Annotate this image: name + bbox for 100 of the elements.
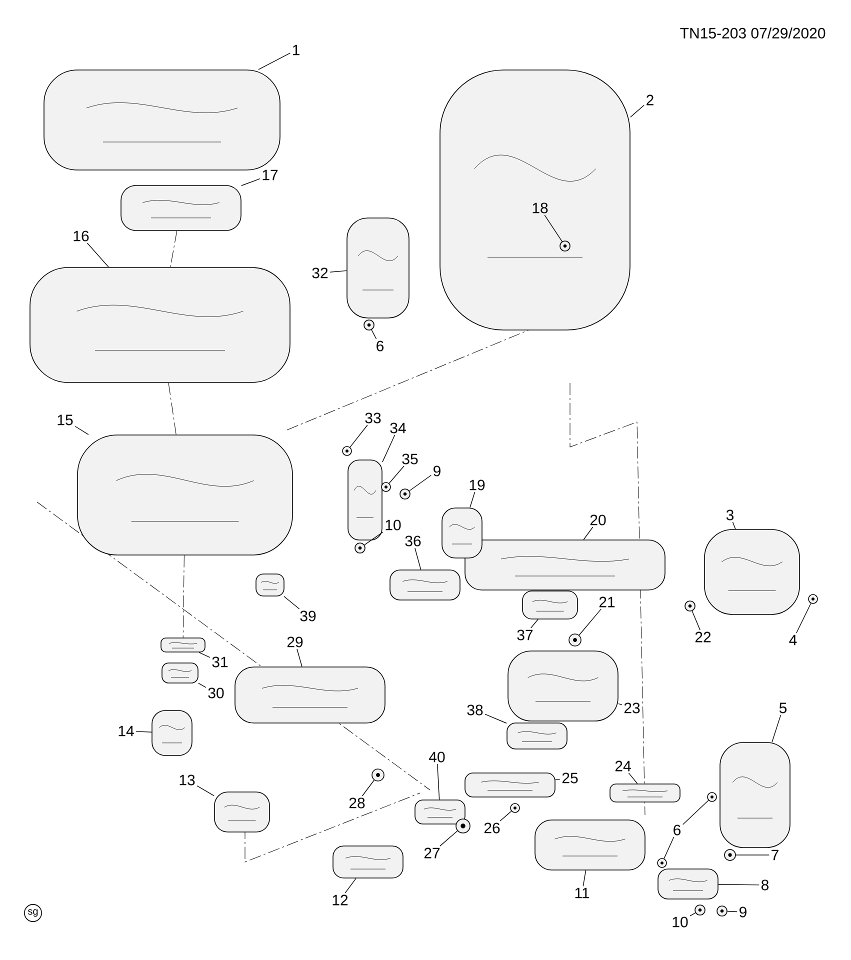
part-drawing [658, 868, 718, 900]
leader-line [500, 810, 512, 822]
leader-line [628, 772, 638, 784]
part-drawing [464, 772, 556, 798]
leader-line [664, 836, 674, 859]
fastener-drawing [342, 446, 352, 456]
leader-line [371, 329, 377, 340]
callout-number: 22 [695, 632, 711, 642]
leader-line [258, 52, 290, 70]
callout-number: 10 [672, 916, 688, 928]
fastener-drawing [716, 906, 728, 916]
part-drawing [464, 540, 666, 590]
callout-number: 3 [726, 510, 734, 520]
callout-number: 37 [517, 630, 533, 640]
part-drawing [414, 800, 466, 824]
leader-line [796, 603, 812, 634]
callout-number: 24 [615, 760, 631, 772]
callout-number: 34 [390, 422, 406, 434]
callout-number: 21 [599, 596, 615, 608]
part-drawing [30, 267, 290, 383]
callout-number: 38 [467, 704, 483, 716]
leader-line [692, 610, 700, 630]
callout-number: 31 [212, 656, 228, 668]
leader-line [630, 104, 644, 118]
callout-number: 35 [402, 454, 418, 464]
callout-number: 19 [470, 480, 485, 490]
leader-line [470, 492, 476, 508]
fastener-drawing [456, 818, 470, 834]
fastener-drawing [657, 858, 667, 868]
callout-number: 27 [424, 848, 440, 858]
callout-number: 8 [762, 880, 769, 890]
callout-number: 14 [118, 726, 134, 736]
part-drawing [44, 70, 280, 170]
callout-number: 29 [287, 636, 303, 648]
part-drawing [346, 218, 410, 318]
callout-number: 9 [740, 906, 746, 918]
callout-number: 5 [779, 702, 787, 714]
leader-line [682, 800, 709, 825]
leader-line [727, 910, 738, 912]
fastener-drawing [400, 488, 410, 500]
callout-number: 7 [772, 850, 778, 860]
leader-line [364, 532, 384, 546]
callout-number: 2 [646, 94, 654, 106]
callout-number: 13 [180, 774, 195, 786]
part-drawing [348, 460, 382, 540]
leader-line [382, 434, 396, 462]
leader-line [86, 242, 109, 268]
fastener-drawing [684, 600, 696, 612]
leader-line [690, 912, 696, 916]
fastener-drawing [372, 768, 384, 782]
callout-number: 30 [208, 688, 224, 698]
callout-number: 10 [386, 520, 401, 530]
fastener-drawing [707, 792, 717, 802]
part-drawing [534, 820, 646, 870]
callout-number: 26 [484, 822, 500, 834]
leader-line [388, 466, 404, 484]
part-drawing [214, 792, 270, 832]
leader-line [736, 854, 770, 856]
part-drawing [162, 662, 198, 684]
leader-line [198, 682, 206, 688]
leader-line [718, 884, 760, 886]
leader-line [330, 270, 347, 272]
leader-line [544, 214, 562, 242]
part-drawing [332, 846, 404, 878]
callout-number: 20 [590, 514, 606, 526]
callout-number: 18 [532, 202, 548, 214]
callout-number: 32 [312, 268, 328, 278]
leader-line [582, 870, 586, 886]
part-drawing [120, 185, 242, 231]
part-drawing [256, 574, 284, 596]
leader-line [136, 731, 152, 732]
leader-line [578, 608, 602, 636]
fastener-drawing [510, 803, 520, 813]
part-drawing [522, 590, 578, 620]
leader-line [530, 619, 538, 628]
part-drawing [77, 434, 293, 556]
leader-line [618, 703, 622, 706]
callout-number: 15 [58, 414, 73, 426]
assembly-line [182, 555, 184, 638]
leader-line [437, 764, 440, 800]
fastener-drawing [694, 904, 706, 916]
part-drawing [390, 570, 460, 600]
callout-number: 39 [300, 610, 316, 622]
part-drawing [506, 722, 568, 750]
callout-number: 12 [332, 894, 348, 906]
fastener-drawing [724, 849, 736, 861]
callout-number: 11 [575, 888, 590, 898]
circle-mark: sg [24, 904, 42, 922]
leader-line [350, 424, 368, 448]
part-drawing [508, 650, 618, 722]
callout-number: 9 [434, 466, 440, 476]
callout-number: 25 [562, 772, 578, 784]
leader-line [241, 178, 260, 186]
fastener-drawing [381, 482, 391, 492]
leader-line [440, 830, 458, 846]
leader-line [198, 652, 210, 658]
part-drawing [720, 742, 790, 848]
callout-number: 36 [405, 536, 421, 546]
leader-line [409, 474, 432, 492]
fastener-drawing [364, 320, 374, 330]
